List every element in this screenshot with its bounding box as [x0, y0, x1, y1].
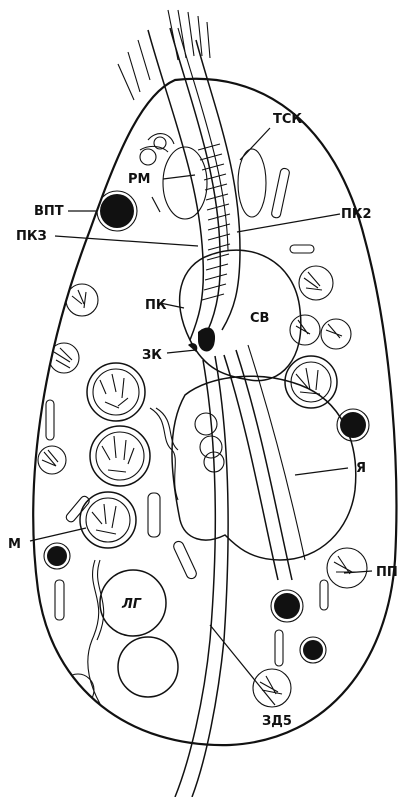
- label-lg: ЛГ: [121, 597, 142, 612]
- dense-granule-left-1: [44, 543, 70, 569]
- mitochondrion-right-1: [299, 266, 333, 300]
- mitochondrion-large-3: [80, 492, 136, 548]
- label-vpt: ВПТ: [34, 204, 64, 219]
- flagellar-canal: [118, 10, 305, 797]
- label-m: М: [8, 537, 21, 552]
- label-ya: Я: [356, 461, 366, 476]
- dense-granule-right-3: [300, 637, 326, 663]
- label-zk: ЗК: [142, 348, 162, 363]
- label-pk: ПК: [145, 298, 167, 313]
- mitochondrion-large-1: [87, 363, 145, 421]
- rods: [46, 168, 328, 666]
- label-pp: ПП: [376, 565, 398, 580]
- membrane-tubule: [88, 408, 178, 720]
- dense-granule-vpt: [97, 191, 137, 231]
- dense-granule-right-1: [337, 409, 369, 441]
- mitochondrion-small-left-1: [66, 284, 98, 316]
- label-zd5: ЗД5: [262, 714, 292, 729]
- label-sv: СВ: [250, 311, 269, 326]
- label-tsk: ТСК: [273, 112, 302, 127]
- mitochondrion-small-left-3: [38, 446, 66, 474]
- mitochondrion-large-2: [90, 426, 150, 486]
- label-pk2: ПК2: [341, 207, 372, 222]
- mitochondrion-right-5: [327, 548, 367, 588]
- mitochondrion-right-3: [321, 319, 351, 349]
- spherules: [195, 413, 224, 472]
- cell-body: [33, 79, 396, 745]
- label-pkz: ПКЗ: [16, 229, 47, 244]
- lipid-globule-lower: [118, 637, 178, 697]
- nucleus: [172, 376, 356, 560]
- dense-granule-right-2: [271, 590, 303, 622]
- striated-body: [140, 134, 266, 219]
- mitochondrion-right-2: [290, 315, 320, 345]
- mitochondrion-small-left-4: [62, 674, 94, 706]
- label-rm: РМ: [128, 172, 150, 187]
- leaders: [30, 128, 372, 705]
